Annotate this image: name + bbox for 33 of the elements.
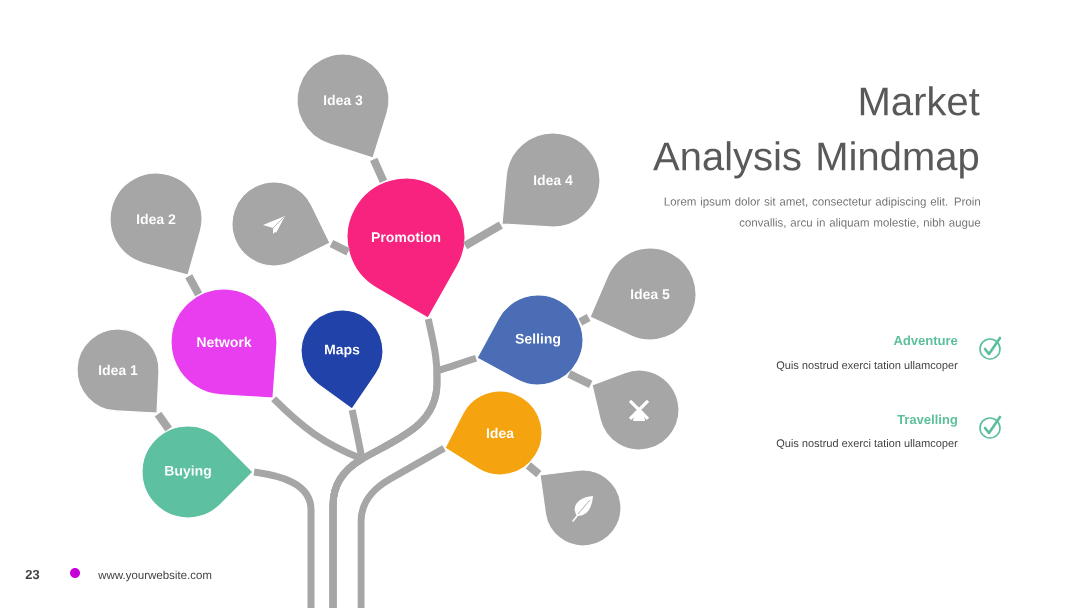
branch-line xyxy=(357,445,446,608)
teardrop-pin: Idea xyxy=(444,390,543,476)
item-text: Quis nostrud exerci tation ullamcoper xyxy=(776,439,958,450)
teardrop-pin: Buying xyxy=(141,425,254,519)
teardrop-pin: Network xyxy=(170,288,278,399)
branch-line xyxy=(329,409,366,608)
teardrop-pin: Maps xyxy=(300,309,384,410)
item-text: Quis nostrud exerci tation ullamcoper xyxy=(776,361,958,372)
connector-bar xyxy=(329,239,350,256)
connector-bar xyxy=(463,221,503,250)
teardrop-pin: Idea 4 xyxy=(501,132,601,228)
teardrop-pin: Promotion xyxy=(346,177,466,319)
branch-line xyxy=(253,468,315,608)
website-url: www.yourwebsite.com xyxy=(98,570,212,582)
item-heading: Travelling xyxy=(897,414,957,427)
connector-bar xyxy=(185,274,203,297)
teardrop-pin: Selling xyxy=(476,294,584,386)
connector-bar xyxy=(154,411,172,432)
teardrop-pin xyxy=(539,469,622,547)
teardrop-pin xyxy=(231,181,331,267)
connector-bar xyxy=(567,370,593,388)
connector-bar xyxy=(370,157,388,183)
item-heading: Adventure xyxy=(893,335,958,346)
teardrop-pin xyxy=(591,369,680,451)
teardrop-pin: Idea 5 xyxy=(589,247,697,341)
teardrop-pin: Idea 2 xyxy=(109,172,203,276)
description-text: Lorem ipsum dolor sit amet, consectetur adipiscing elit. Proin convallis, arcu in aliquam molestie, nibh augue xyxy=(664,197,981,229)
title: Market Analysis Mindmap xyxy=(653,86,980,179)
connector-bar xyxy=(578,314,591,326)
page-number: 23 xyxy=(25,569,40,580)
connector-bar xyxy=(525,462,542,478)
teardrop-pin: Idea 3 xyxy=(296,53,390,159)
teardrop-pin: Idea 1 xyxy=(76,328,160,414)
